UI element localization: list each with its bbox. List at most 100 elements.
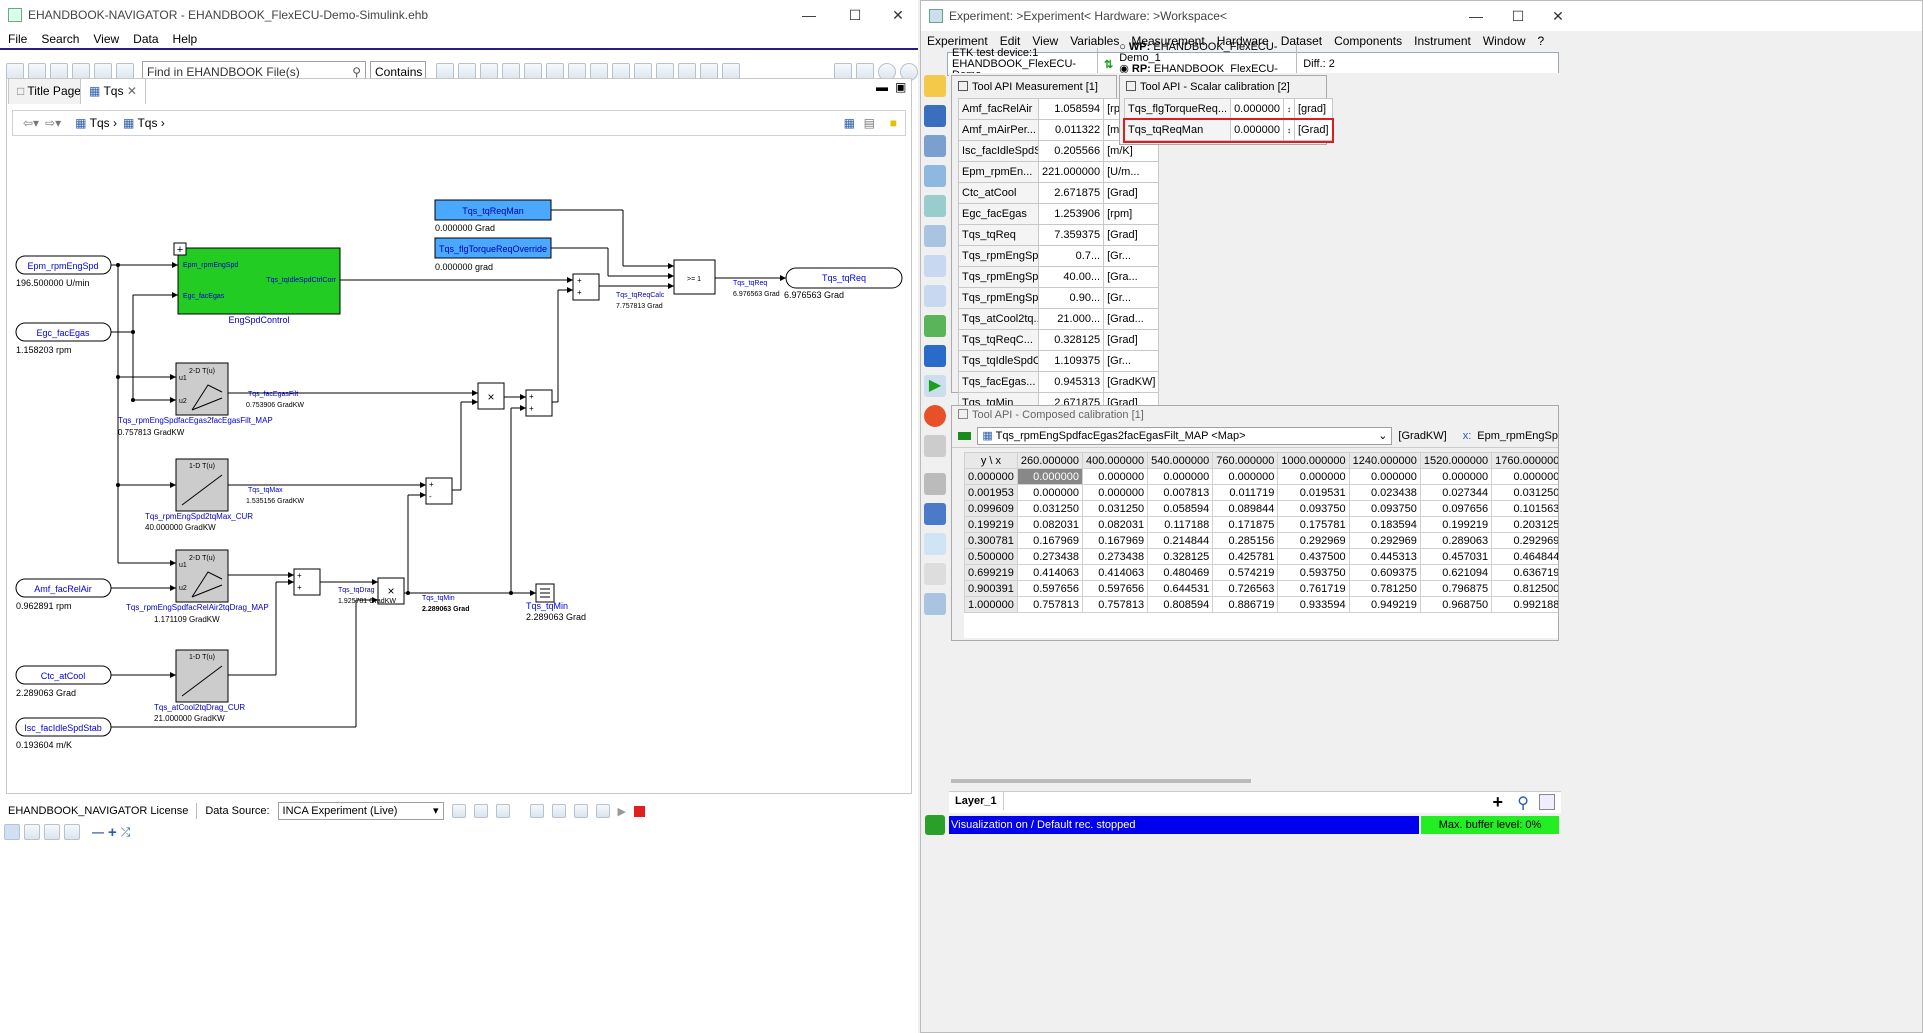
map-cell[interactable]: 0.425781 (1213, 549, 1278, 565)
inport-epm[interactable]: Epm_rpmEngSpd 196.500000 U/min (16, 256, 111, 288)
play-icon[interactable]: ▶ (618, 805, 626, 818)
map-cell[interactable]: 0.289063 (1420, 533, 1491, 549)
spin-arrows-icon[interactable]: ↕ (1283, 120, 1294, 141)
map-cell[interactable]: 0.082031 (1017, 517, 1082, 533)
menu-search[interactable]: Search (41, 32, 79, 46)
map-y-value[interactable]: 0.699219 (965, 565, 1018, 581)
map-y-value[interactable]: 0.300781 (965, 533, 1018, 549)
map-cell[interactable]: 0.597656 (1017, 581, 1082, 597)
menu-view[interactable]: View (1032, 34, 1058, 48)
map-cell[interactable]: 0.019531 (1278, 485, 1349, 501)
sum-block-middle[interactable]: +- (426, 478, 452, 504)
spin-arrows-icon[interactable]: ↕ (1283, 99, 1294, 120)
measurement-row[interactable]: Tqs_tqReq7.359375[Grad] (959, 225, 1159, 246)
search-icon[interactable] (924, 533, 946, 555)
measurement-row[interactable]: Tqs_atCool2tq...21.000...[Grad... (959, 309, 1159, 330)
map-cell[interactable]: 0.464844 (1492, 549, 1558, 565)
sum-block-top[interactable]: ++ (573, 274, 599, 300)
map-cell[interactable]: 0.082031 (1083, 517, 1148, 533)
menu-view[interactable]: View (93, 32, 119, 46)
map-y-value[interactable]: 0.001953 (965, 485, 1018, 501)
view-double-icon[interactable] (24, 824, 40, 840)
measurement-row[interactable]: Tqs_tqReqC...0.328125[Grad] (959, 330, 1159, 351)
map-y-value[interactable]: 0.500000 (965, 549, 1018, 565)
stop-icon[interactable] (634, 806, 645, 817)
close-tab-icon[interactable]: ✕ (127, 84, 137, 98)
view-single-icon[interactable] (4, 824, 20, 840)
breadcrumb-item-2[interactable]: ▦ Tqs › (123, 116, 165, 130)
hardware-icon[interactable] (924, 135, 946, 157)
map-cell[interactable]: 0.292969 (1492, 533, 1558, 549)
inport-amf[interactable]: Amf_facRelAir 0.962891 rpm (16, 579, 111, 611)
map-cell[interactable]: 0.031250 (1017, 501, 1082, 517)
hierarchy-view-icon[interactable]: ▦ (844, 116, 855, 130)
menu-file[interactable]: File (8, 32, 27, 46)
map-x-value[interactable]: 1520.000000 (1420, 453, 1491, 469)
measurement-row[interactable]: Tqs_rpmEngSpdfacE...0.7...[Gr... (959, 246, 1159, 267)
workspace-scrollbar[interactable] (951, 779, 1251, 783)
map-cell[interactable]: 0.285156 (1213, 533, 1278, 549)
inport-ctc[interactable]: Ctc_atCool 2.289063 Grad (16, 666, 111, 698)
switch-block[interactable]: >= 1 (674, 260, 715, 294)
switch-page-icon[interactable]: ⇅ (1098, 58, 1119, 71)
measurement-row[interactable]: Ctc_atCool2.671875[Grad] (959, 183, 1159, 204)
map-cell[interactable]: 0.968750 (1420, 597, 1491, 613)
map-cell[interactable]: 0.414063 (1017, 565, 1082, 581)
close-button[interactable]: ✕ (1535, 1, 1581, 31)
map-y-value[interactable]: 1.000000 (965, 597, 1018, 613)
map-cell[interactable]: 0.273438 (1017, 549, 1082, 565)
map-cell[interactable]: 0.761719 (1278, 581, 1349, 597)
measurement-row[interactable]: Tqs_rpmEngSpdfac...0.90...[Gr... (959, 288, 1159, 309)
map-cell[interactable]: 0.636719 (1492, 565, 1558, 581)
map-y-value[interactable]: 0.900391 (965, 581, 1018, 597)
map-cell[interactable]: 0.933594 (1278, 597, 1349, 613)
inport-egc[interactable]: Egc_facEgas 1.158203 rpm (16, 323, 111, 355)
map-y-value[interactable]: 0.099609 (965, 501, 1018, 517)
measure-icon[interactable] (530, 804, 544, 818)
map-cell[interactable]: 0.781250 (1349, 581, 1420, 597)
map-cell[interactable]: 0.609375 (1349, 565, 1420, 581)
map-cell[interactable]: 0.000000 (1017, 485, 1082, 501)
map-cell[interactable]: 0.949219 (1349, 597, 1420, 613)
gear-icon[interactable] (452, 804, 466, 818)
map-cell[interactable]: 0.089844 (1213, 501, 1278, 517)
signal-icon[interactable] (924, 315, 946, 337)
note-icon[interactable]: ■ (890, 116, 897, 130)
map-cell[interactable]: 0.175781 (1278, 517, 1349, 533)
measurement-row[interactable]: Tqs_rpmEngSpd...40.00...[Gra... (959, 267, 1159, 288)
tool-icon[interactable] (924, 473, 946, 495)
map-cell[interactable]: 0.480469 (1148, 565, 1213, 581)
network-icon[interactable] (924, 195, 946, 217)
sum-block-drag[interactable]: ++ (294, 569, 320, 595)
map-cell[interactable]: 0.203125 (1492, 517, 1558, 533)
map-cell[interactable]: 0.000000 (1349, 469, 1420, 485)
map-cell[interactable]: 0.101563 (1492, 501, 1558, 517)
map-cell[interactable]: 0.000000 (1083, 469, 1148, 485)
tab-tqs[interactable]: ▦ Tqs ✕ (80, 78, 146, 104)
map-cell[interactable]: 0.031250 (1083, 501, 1148, 517)
flash-icon[interactable] (924, 503, 946, 525)
outport-tqreq[interactable]: Tqs_tqReq 6.976563 Grad (784, 268, 902, 300)
lookup-tqmax-cur[interactable]: 1-D T(u) Tqs_rpmEngSpd2tqMax_CUR 40.0000… (145, 459, 304, 532)
map-cell[interactable]: 0.023438 (1349, 485, 1420, 501)
record-icon[interactable] (924, 405, 946, 427)
map-cell[interactable]: 0.214844 (1148, 533, 1213, 549)
map-cell[interactable]: 0.757813 (1017, 597, 1082, 613)
map-cell[interactable]: 0.093750 (1349, 501, 1420, 517)
map-cell[interactable]: 0.796875 (1420, 581, 1491, 597)
lookup-tqdrag-cur[interactable]: 1-D T(u) Tqs_atCool2tqDrag_CUR 21.000000… (154, 650, 245, 723)
scalar-row[interactable]: Tqs_tqReqMan0.000000↕[Grad] (1125, 120, 1333, 141)
calibrate-icon[interactable] (552, 804, 566, 818)
map-x-value[interactable]: 1760.000000 (1492, 453, 1558, 469)
map-cell[interactable]: 0.644531 (1148, 581, 1213, 597)
connect-icon[interactable] (496, 804, 510, 818)
map-cell[interactable]: 0.886719 (1213, 597, 1278, 613)
map-cell[interactable]: 0.007813 (1148, 485, 1213, 501)
record-icon[interactable] (574, 804, 588, 818)
zoom-icon[interactable]: ⚲ (1517, 793, 1529, 813)
map-cell[interactable]: 0.199219 (1420, 517, 1491, 533)
map-cell[interactable]: 0.328125 (1148, 549, 1213, 565)
inport-isc[interactable]: Isc_facIdleSpdStab 0.193604 m/K (16, 718, 111, 750)
map-x-value[interactable]: 400.000000 (1083, 453, 1148, 469)
lookup-tqdrag-map[interactable]: 2-D T(u) u1u2 Tqs_rpmEngSpdfacRelAir2tqD… (126, 550, 269, 624)
